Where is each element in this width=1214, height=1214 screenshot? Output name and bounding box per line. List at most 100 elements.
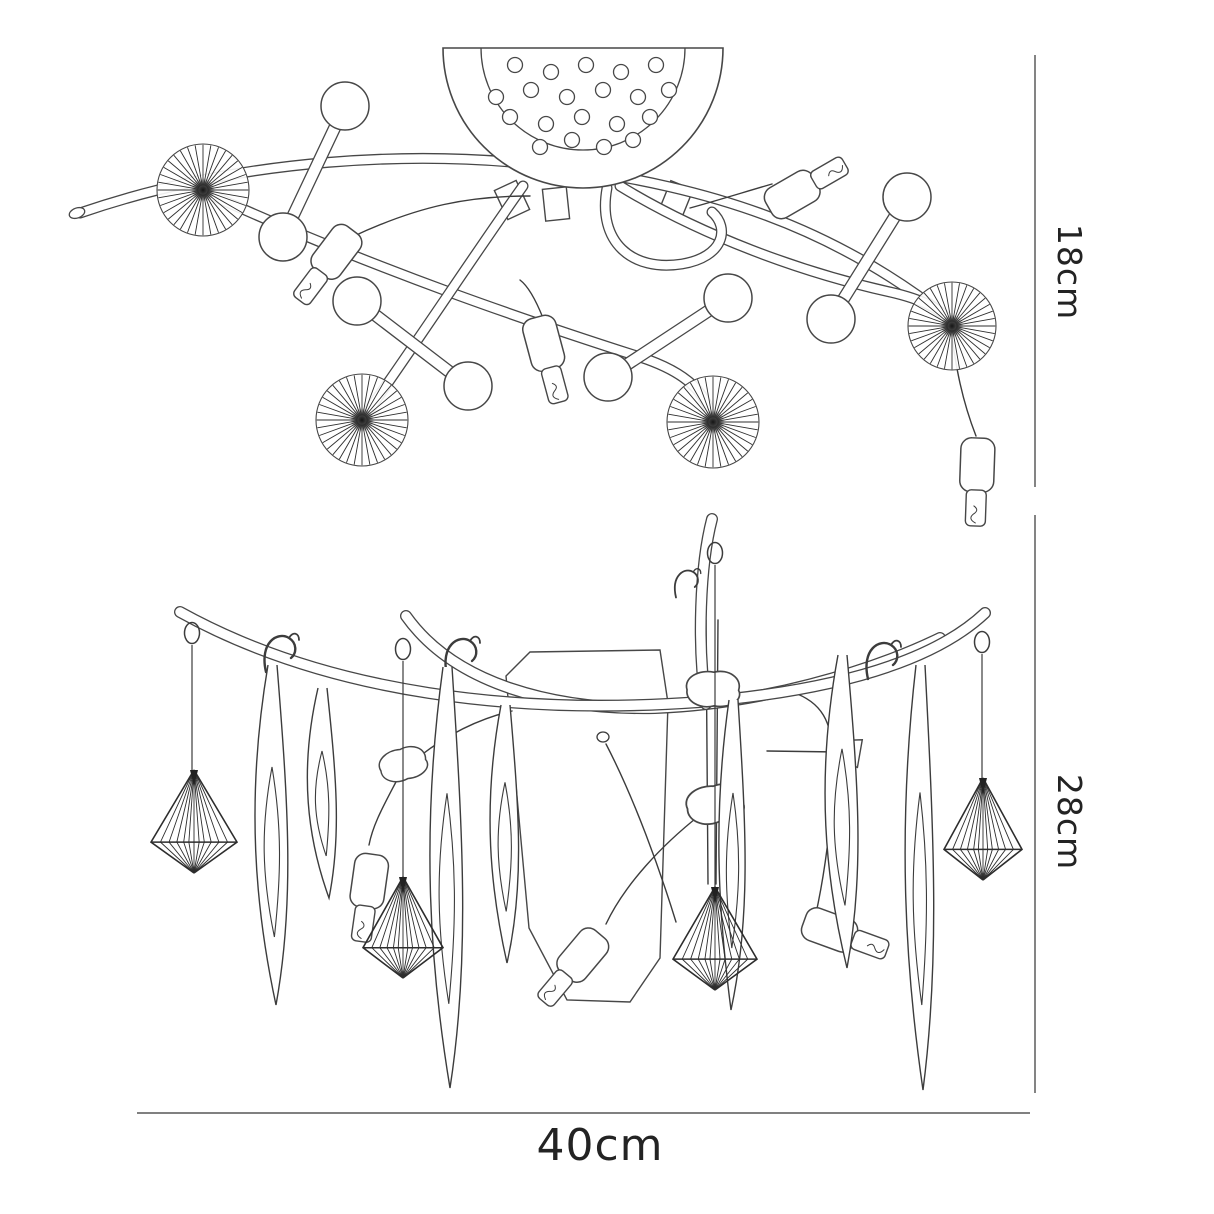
diamond-pendant [149, 769, 239, 874]
bulb-socket [537, 927, 610, 1007]
hanging-ring [973, 630, 991, 654]
canopy-hole [624, 131, 642, 149]
side-arm-front-core [175, 607, 990, 711]
canopy-hole [594, 81, 612, 99]
canopy-hole [506, 56, 524, 74]
hanger-hook [865, 639, 902, 681]
canopy-hole [501, 108, 519, 126]
canopy-hole [573, 108, 591, 126]
canopy-hole [558, 88, 576, 106]
hanger-hook [444, 635, 481, 677]
bulb-sphere [882, 172, 932, 222]
canopy-hole [487, 88, 505, 106]
diamond-cap [190, 770, 198, 786]
canopy-hole [595, 138, 613, 156]
teardrop-outline [489, 704, 520, 964]
hanger-hook [673, 568, 702, 599]
starburst-hub [940, 314, 964, 338]
diamond-wire [942, 777, 984, 881]
teardrop-outline [429, 666, 464, 1089]
teardrop-inner [314, 750, 330, 857]
teardrop-outline [254, 664, 289, 1006]
canopy-hole [608, 115, 626, 133]
diamond-pendant [671, 886, 759, 991]
dimension-label-top-height: 18cm [1050, 224, 1089, 320]
starburst-hub [350, 408, 374, 432]
arm-end-nub [68, 206, 86, 220]
cable-eyelet [596, 731, 610, 743]
teardrop-pendant [824, 654, 859, 969]
diamond-wire [982, 777, 1024, 881]
cable [605, 814, 701, 925]
teardrop-outline [904, 664, 935, 1091]
hanging-ring [394, 637, 412, 661]
hook-curve [673, 569, 699, 599]
canopy-hole [647, 56, 665, 74]
diamond-cap [979, 778, 987, 794]
canopy-hole [629, 88, 647, 106]
hook-curl [890, 639, 902, 648]
side-view-drawing [149, 513, 1024, 1091]
socket-body [959, 437, 996, 493]
bulb-sphere [320, 81, 370, 131]
canopy-hole [612, 63, 630, 81]
cable [715, 619, 719, 885]
teardrop-inner [497, 782, 512, 912]
hook-curl [288, 632, 300, 641]
canopy-hole [537, 115, 555, 133]
bulb-sphere [703, 273, 753, 323]
arm-loop-core [601, 183, 726, 270]
teardrop-pendant [306, 687, 338, 901]
diamond-cap [399, 877, 407, 893]
bulb-socket [521, 314, 569, 405]
dimension-label-width: 40cm [536, 1120, 663, 1171]
bulb-sphere [258, 212, 308, 262]
starburst-shade [907, 281, 997, 371]
hanging-ring [183, 621, 201, 645]
canopy-hole [641, 108, 659, 126]
bulb-sphere [806, 294, 856, 344]
canopy-hole [563, 131, 581, 149]
cable-blob [685, 670, 741, 708]
canopy-hole [660, 81, 678, 99]
starburst-shade [156, 143, 250, 237]
bulb-socket [293, 223, 363, 306]
canopy-connector [541, 186, 571, 222]
diamond-wire [149, 769, 195, 874]
filament-mark [356, 920, 365, 940]
socket-wire [689, 183, 773, 209]
socket-wire [519, 279, 544, 319]
canopy-hole [531, 138, 549, 156]
socket-body [349, 852, 390, 910]
teardrop-inner [263, 766, 281, 938]
cable [605, 743, 677, 923]
teardrop-outline [824, 654, 859, 969]
bulb-socket [959, 437, 996, 527]
teardrop-outline [306, 687, 338, 901]
bulb-sphere [443, 361, 493, 411]
teardrop-inner [912, 792, 928, 1006]
teardrop-pendant [718, 699, 746, 1011]
hanger-hook [263, 632, 300, 674]
filament-mark [828, 165, 843, 177]
filament-mark [543, 984, 556, 1001]
bulb-socket [349, 852, 390, 943]
hook-curl [469, 635, 481, 644]
bulb-sphere [583, 352, 633, 402]
filament-mark [866, 943, 885, 954]
starburst-hub [701, 410, 725, 434]
teardrop-inner [833, 748, 851, 906]
diamond-wire [193, 769, 239, 874]
canopy-hole [542, 63, 560, 81]
starburst-hub [191, 178, 215, 202]
hook-curl [692, 568, 702, 575]
dimension-label-side-height: 28cm [1050, 774, 1089, 870]
teardrop-outline [718, 699, 746, 1011]
top-view-drawing [68, 47, 997, 527]
diamond-pendant [942, 777, 1024, 881]
teardrop-inner [438, 793, 455, 1004]
socket-wire [351, 195, 531, 238]
bulb-sphere [332, 276, 382, 326]
